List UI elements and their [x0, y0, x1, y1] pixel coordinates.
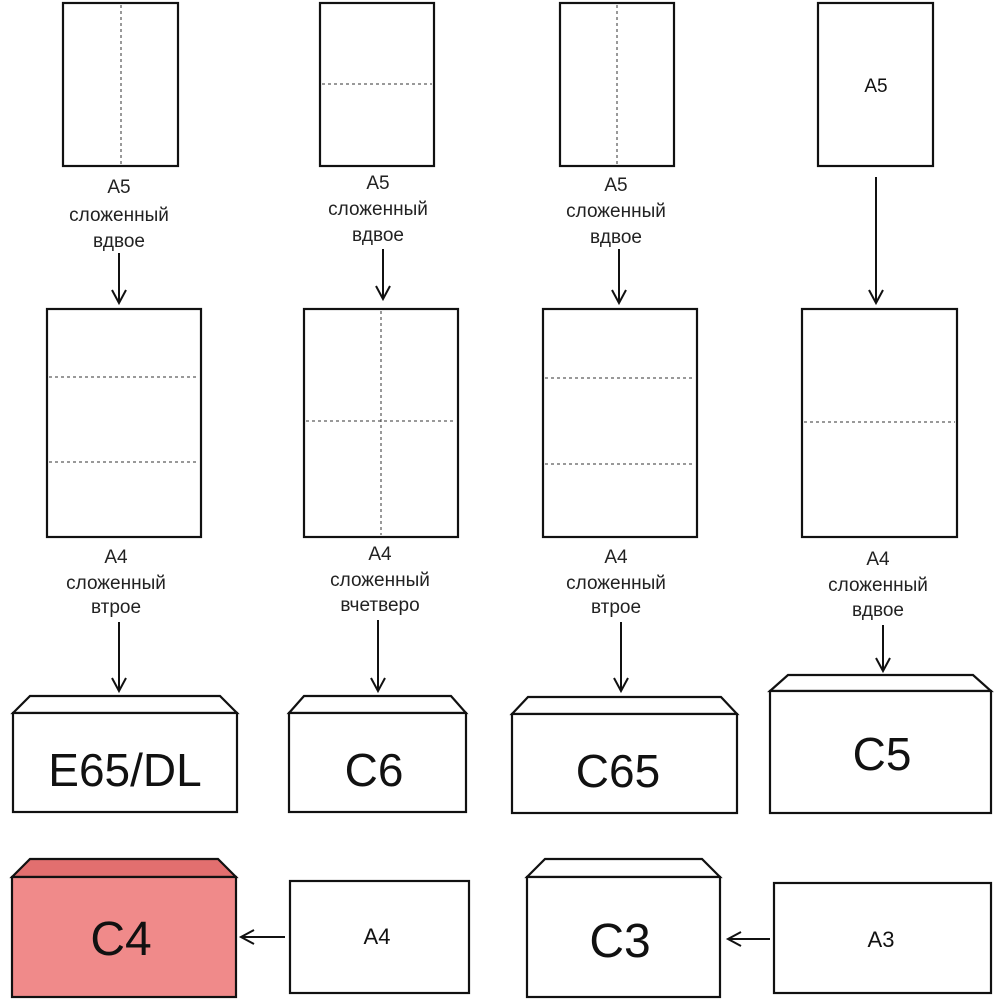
caption-a4-3: A4 сложенный втрое — [566, 547, 666, 618]
envelope-label: C3 — [589, 915, 650, 968]
sheet-a4-flat: A4 — [288, 879, 471, 995]
envelope-label: C5 — [853, 728, 912, 780]
arrow-down-icon — [370, 620, 386, 694]
caption-line: вчетверо — [340, 595, 419, 616]
envelope-label: C65 — [576, 745, 660, 797]
caption-line: сложенный — [566, 201, 666, 222]
arrow-down-icon — [868, 177, 884, 306]
sheet-label: A4 — [364, 924, 391, 949]
caption-line: A4 — [104, 547, 128, 568]
sheet-a5-unfolded: A5 — [816, 1, 935, 168]
caption-line: вдвое — [352, 225, 404, 246]
caption-a4-4: A4 сложенный вдвое — [828, 549, 928, 621]
caption-line: втрое — [91, 597, 141, 618]
caption-a5-2: A5 сложенный вдвое — [328, 173, 428, 246]
sheet-a5-folded-vertical-1 — [61, 1, 180, 168]
arrow-left-icon — [725, 931, 770, 947]
caption-line: вдвое — [93, 231, 145, 252]
caption-line: вдвое — [590, 227, 642, 248]
caption-line: A4 — [866, 549, 890, 570]
caption-a5-1: A5 сложенный вдвое — [69, 177, 169, 252]
envelope-label: E65/DL — [48, 744, 201, 796]
caption-line: втрое — [591, 597, 641, 618]
sheet-a5-folded-horizontal — [318, 1, 436, 168]
arrow-down-icon — [111, 253, 127, 306]
sheet-a4-folded-half — [800, 307, 959, 539]
envelope-c65: C65 — [509, 695, 740, 815]
caption-line: сложенный — [69, 205, 169, 226]
sheet-a4-folded-quarters — [302, 307, 460, 539]
arrow-down-icon — [111, 622, 127, 694]
caption-line: сложенный — [330, 570, 430, 591]
sheet-a3-flat: A3 — [772, 881, 993, 995]
caption-line: A4 — [368, 544, 392, 565]
arrow-down-icon — [375, 249, 391, 302]
arrow-down-icon — [875, 625, 891, 674]
envelope-label: C4 — [90, 913, 151, 966]
arrow-down-icon — [613, 622, 629, 694]
envelope-c6: C6 — [286, 694, 469, 814]
caption-line: A4 — [604, 547, 628, 568]
caption-line: сложенный — [828, 575, 928, 596]
caption-line: A5 — [107, 177, 130, 198]
envelope-e65-dl: E65/DL — [10, 694, 240, 814]
caption-line: сложенный — [328, 199, 428, 220]
envelope-c3: C3 — [524, 857, 723, 999]
arrow-down-icon — [611, 249, 627, 306]
sheet-label: A5 — [864, 76, 887, 97]
caption-a4-2: A4 сложенный вчетверо — [330, 544, 430, 616]
sheet-a5-folded-vertical-2 — [558, 1, 676, 168]
caption-line: A5 — [604, 175, 627, 196]
envelope-label: C6 — [345, 744, 404, 796]
caption-line: A5 — [366, 173, 389, 194]
envelope-c4-highlighted: C4 — [9, 857, 239, 999]
caption-line: вдвое — [852, 600, 904, 621]
caption-line: сложенный — [566, 573, 666, 594]
caption-line: сложенный — [66, 573, 166, 594]
envelope-c5: C5 — [767, 673, 994, 815]
arrow-left-icon — [238, 929, 285, 945]
caption-a4-1: A4 сложенный втрое — [66, 547, 166, 618]
caption-a5-3: A5 сложенный вдвое — [566, 175, 666, 248]
sheet-label: A3 — [868, 927, 895, 952]
sheet-a4-folded-thirds-1 — [45, 307, 203, 539]
sheet-a4-folded-thirds-2 — [541, 307, 699, 539]
